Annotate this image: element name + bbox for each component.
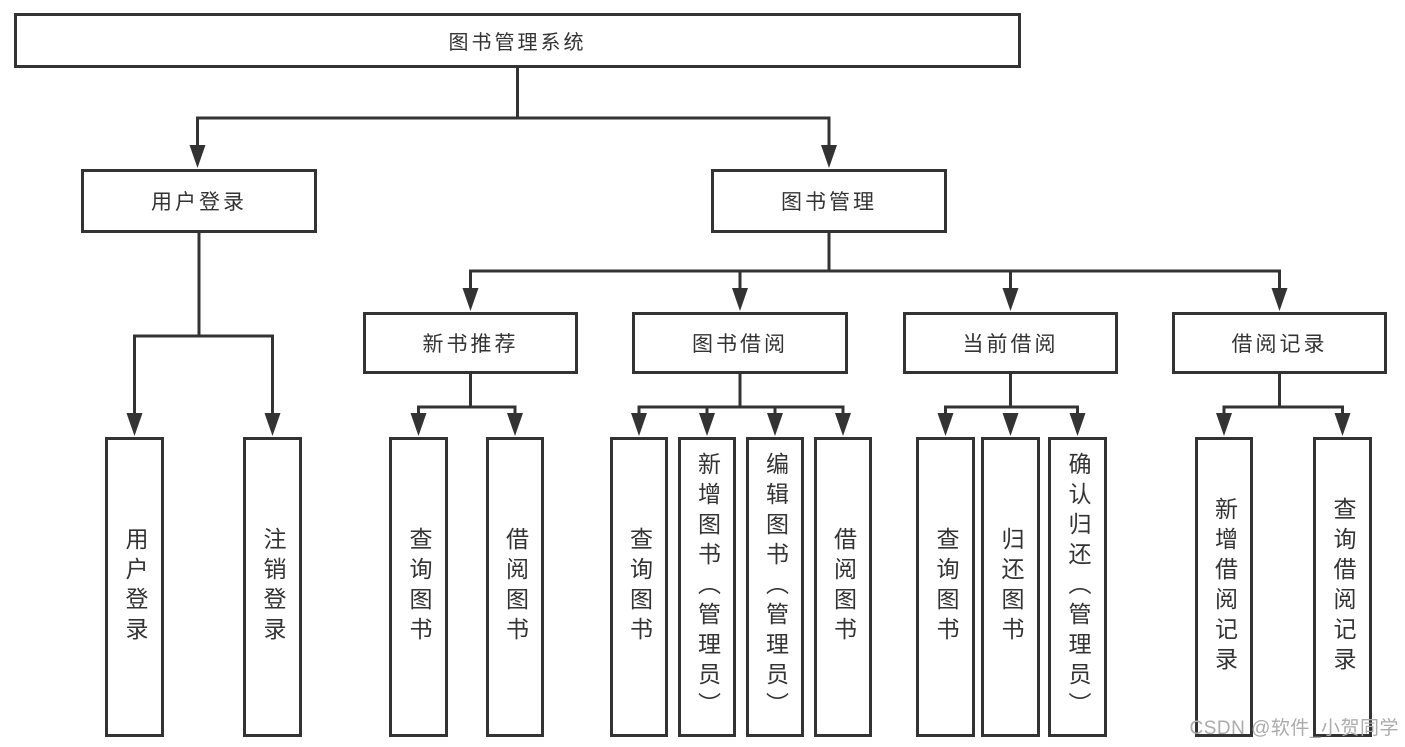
node-user-login: 用户登录: [81, 169, 317, 233]
leaf-borrow-books-recommend: 借阅图书: [486, 437, 544, 737]
node-book-management: 图书管理: [711, 169, 947, 233]
leaf-user-login: 用户登录: [105, 437, 164, 737]
leaf-borrow-books-borrowing: 借阅图书: [814, 437, 872, 737]
leaf-edit-books-admin: 编辑图书（管理员）: [746, 437, 804, 737]
node-book-borrowing: 图书借阅: [632, 312, 848, 374]
node-borrowing-records: 借阅记录: [1172, 312, 1387, 374]
node-current-borrowing: 当前借阅: [903, 312, 1118, 374]
leaf-query-books-recommend: 查询图书: [389, 437, 448, 737]
leaf-query-borrow-record: 查询借阅记录: [1313, 437, 1372, 737]
leaf-add-books-admin: 新增图书（管理员）: [678, 437, 736, 737]
leaf-add-borrow-record: 新增借阅记录: [1195, 437, 1253, 737]
watermark: CSDN @软件_小贺同学: [1189, 718, 1399, 739]
leaf-return-books: 归还图书: [981, 437, 1040, 737]
node-root: 图书管理系统: [14, 13, 1021, 68]
leaf-confirm-return-admin: 确认归还（管理员）: [1048, 437, 1107, 737]
node-new-book-recommendation: 新书推荐: [363, 312, 578, 374]
leaf-query-books-current: 查询图书: [916, 437, 975, 737]
leaf-logout: 注销登录: [243, 437, 302, 737]
leaf-query-books-borrowing: 查询图书: [610, 437, 668, 737]
